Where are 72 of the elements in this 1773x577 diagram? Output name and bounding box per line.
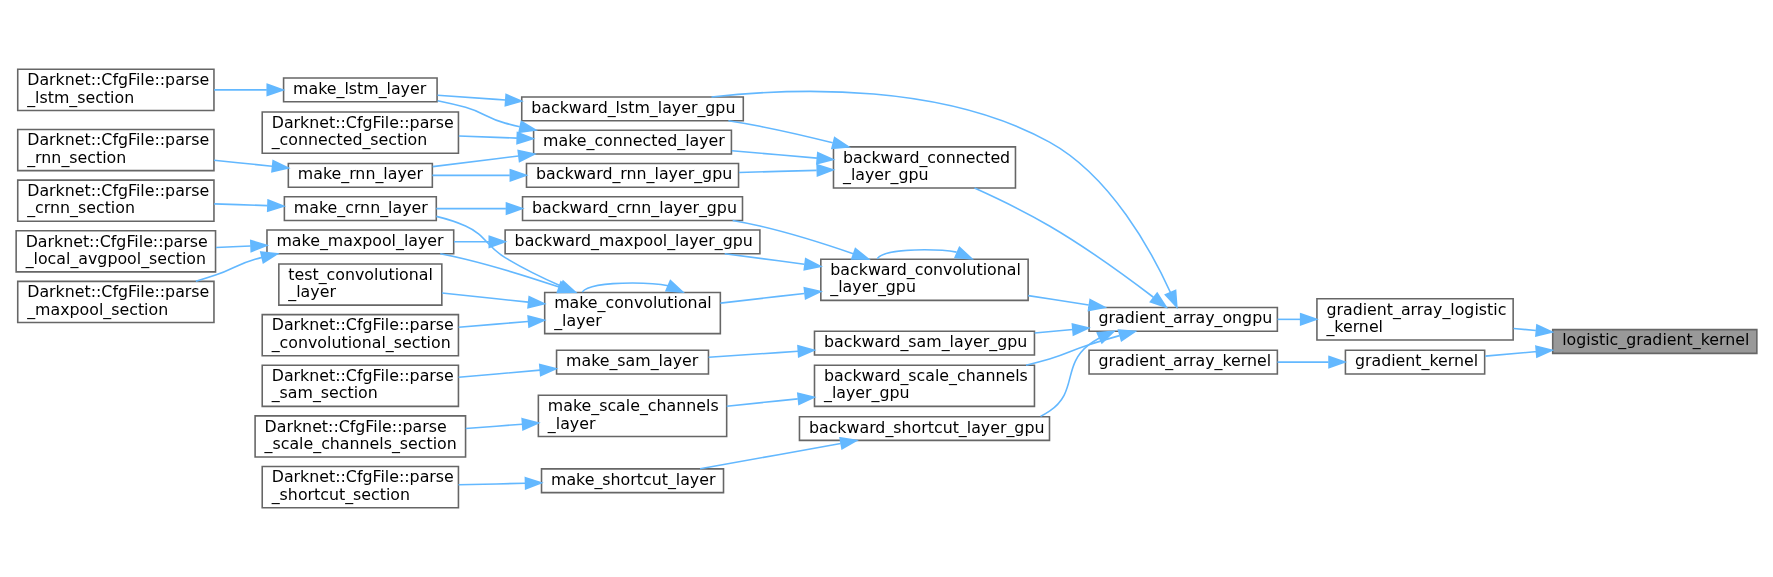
node-box: gradient_array_logistic _kernel [1316, 298, 1514, 341]
node-box: gradient_kernel [1344, 349, 1486, 375]
node-box: Darknet::CfgFile::parse _convolutional_section [261, 313, 460, 357]
arrow [738, 163, 836, 177]
node-box: backward_rnn_layer_gpu [525, 162, 740, 188]
arrow [441, 292, 547, 309]
arrow [215, 239, 270, 253]
arrow [699, 436, 859, 470]
arrow [725, 392, 817, 408]
node-box: gradient_array_kernel [1088, 349, 1279, 375]
node-box: make_rnn_layer [287, 162, 434, 188]
arrow [731, 219, 871, 260]
node-box: Darknet::CfgFile::parse _shortcut_section [261, 465, 460, 509]
node-box: backward_shortcut_layer_gpu [798, 415, 1051, 442]
node-box: Darknet::CfgFile::parse _scale_channels_section [254, 415, 467, 458]
arrow [1276, 312, 1319, 326]
node-box: Darknet::CfgFile::parse _sam_section [261, 364, 460, 408]
node-box: Darknet::CfgFile::parse _lstm_section [16, 68, 215, 112]
node-box: test_convolutional _layer [278, 263, 443, 306]
node-box: gradient_array_ongpu [1088, 306, 1279, 333]
arrow [727, 120, 851, 150]
node-box: Darknet::CfgFile::parse _local_avgpool_section [15, 229, 217, 273]
node-box: backward_connected _layer_gpu [832, 146, 1017, 189]
node-box: backward_sam_layer_gpu [813, 330, 1036, 356]
arrow [436, 93, 524, 107]
node-box: backward_convolutional _layer_gpu [820, 258, 1029, 302]
arrow [213, 198, 287, 213]
arrow [731, 149, 836, 165]
arrow [723, 252, 824, 271]
arrow [457, 314, 547, 329]
arrow [1484, 345, 1555, 359]
arrow [710, 90, 1178, 310]
node-box: backward_crnn_layer_gpu [521, 195, 744, 222]
node-box: make_crnn_layer [283, 195, 438, 222]
arrow [581, 279, 685, 293]
arrow [213, 83, 286, 97]
node-box: Darknet::CfgFile::parse _connected_section [261, 111, 460, 154]
arrow [707, 344, 817, 358]
arrow [431, 168, 529, 182]
node-box: make_sam_layer [555, 349, 710, 375]
node-box: Darknet::CfgFile::parse _rnn_section [16, 128, 215, 172]
arrow [213, 159, 291, 173]
node-box: backward_lstm_layer_gpu [520, 96, 745, 122]
arrow [1033, 322, 1092, 337]
node-box: Darknet::CfgFile::parse _maxpool_section [16, 280, 215, 324]
arrow [436, 99, 538, 134]
arrow [1039, 330, 1117, 418]
node-box: make_lstm_layer [282, 77, 438, 103]
arrow [457, 476, 544, 490]
node-box: backward_maxpool_layer_gpu [504, 229, 761, 255]
node-box: make_shortcut_layer [540, 468, 725, 494]
arrow [1276, 355, 1348, 369]
node-box: Darknet::CfgFile::parse _crnn_section [16, 179, 215, 223]
arrow [1027, 294, 1108, 312]
node-box: make_connected_layer [532, 129, 733, 155]
arrow [464, 417, 541, 431]
arrow [435, 201, 525, 216]
node-box: make_convolutional _layer [543, 291, 722, 335]
arrow [457, 363, 559, 379]
arrow [973, 187, 1169, 309]
node-box: backward_scale_channels _layer_gpu [813, 364, 1036, 408]
arrow [719, 286, 824, 304]
arrow [1512, 323, 1555, 338]
arrow [195, 251, 280, 283]
node-box: make_maxpool_layer [266, 229, 455, 255]
node-box: logistic_gradient_kernel [1551, 328, 1758, 355]
node-box: make_scale_channels _layer [537, 394, 728, 438]
arrow [458, 131, 536, 145]
arrow [1025, 329, 1138, 366]
arrow [876, 246, 974, 260]
arrow [453, 235, 508, 249]
arrow [431, 149, 537, 168]
